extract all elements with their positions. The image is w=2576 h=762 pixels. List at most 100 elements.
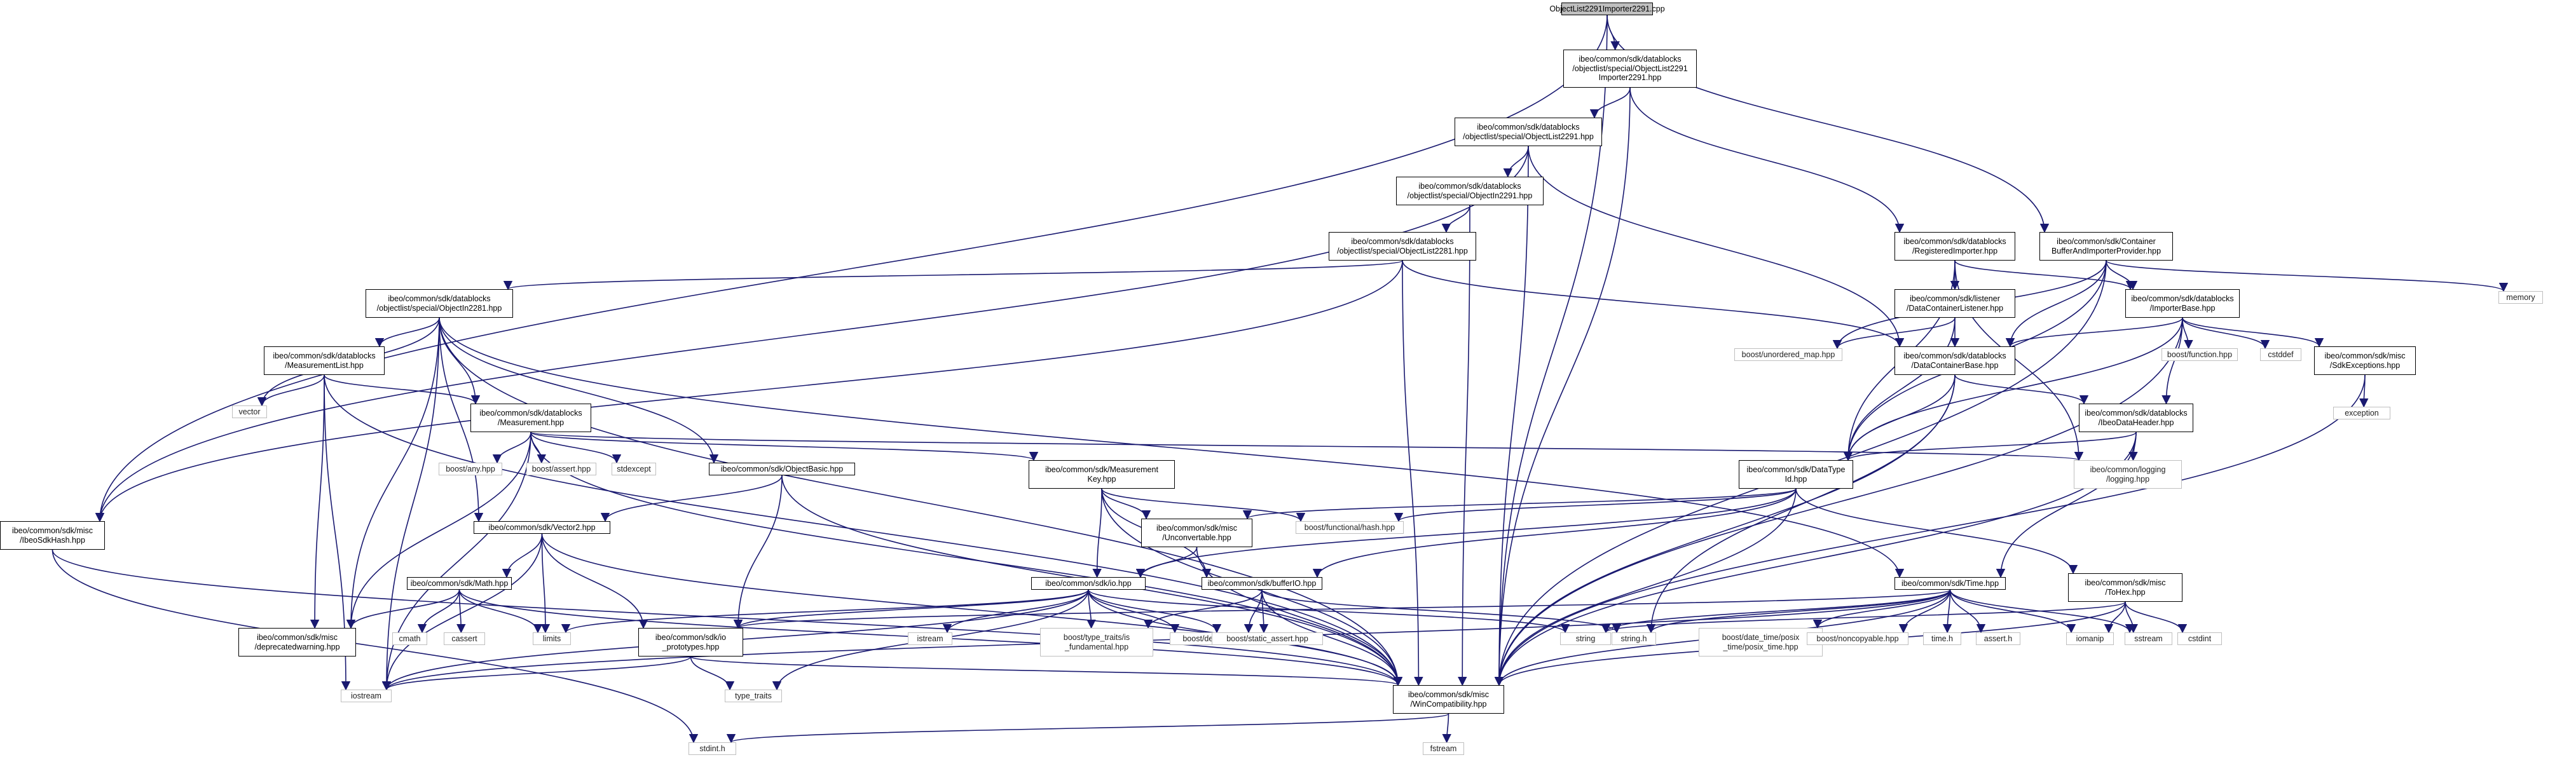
edge-objectlist2291-hpp-to-ibeosdkhash: [95, 146, 1529, 522]
edge-objectin2281-hpp-to-vector2: [439, 317, 484, 522]
node-label-line: ibeo/common/sdk/Container: [2057, 237, 2156, 246]
node-label-line: string: [1575, 634, 1596, 643]
node-label-line: /Measurement.hpp: [497, 418, 565, 427]
node-sstream: sstream: [2125, 632, 2172, 645]
edge-importerbase-to-wincompat: [1494, 317, 2183, 686]
node-objectbasic[interactable]: ibeo/common/sdk/ObjectBasic.hpp: [709, 463, 855, 475]
node-label-line: sstream: [2134, 634, 2163, 643]
edge-objectin2281-hpp-to-measurementlist: [374, 317, 440, 348]
node-objectin2291-hpp[interactable]: ibeo/common/sdk/datablocks/objectlist/sp…: [1396, 177, 1544, 205]
node-datacontainerlistener[interactable]: ibeo/common/sdk/listener/DataContainerLi…: [1894, 289, 2015, 318]
node-importerbase[interactable]: ibeo/common/sdk/datablocks/ImporterBase.…: [2125, 289, 2240, 318]
edge-importerbase-to-datacontainerbase: [2005, 317, 2183, 348]
node-objectin2281-hpp[interactable]: ibeo/common/sdk/datablocks/objectlist/sp…: [366, 289, 513, 318]
node-ibeodataheader[interactable]: ibeo/common/sdk/datablocks/IbeoDataHeade…: [2079, 404, 2193, 432]
node-objectlist2281-hpp[interactable]: ibeo/common/sdk/datablocks/objectlist/sp…: [1329, 232, 1476, 261]
node-label-line: ibeo/common/sdk/Time.hpp: [1901, 578, 1999, 588]
node-unconvertable[interactable]: ibeo/common/sdk/misc/Unconvertable.hpp: [1141, 519, 1252, 547]
node-importer2291-hpp[interactable]: ibeo/common/sdk/datablocks/objectlist/sp…: [1563, 50, 1697, 88]
edge-time-to-iostream: [382, 589, 1951, 691]
node-label-line: time.h: [1931, 634, 1954, 643]
edge-sdkexceptions-to-wincompat: [1494, 374, 2366, 686]
edge-containerbuffer-to-datacontainerbase: [2005, 260, 2107, 348]
edge-vector2-to-math: [502, 533, 543, 578]
edge-math-to-deprecatedwarning: [346, 589, 460, 629]
node-sdkexceptions[interactable]: ibeo/common/sdk/misc/SdkExceptions.hpp: [2314, 346, 2416, 375]
edge-measurement-to-wincompat: [530, 432, 1403, 686]
edge-io-to-static-assert: [1088, 589, 1222, 634]
node-label-line: _prototypes.hpp: [662, 642, 720, 651]
node-label-line: ibeo/common/sdk/datablocks: [273, 351, 376, 360]
node-label-line: ibeo/common/sdk/Vector2.hpp: [488, 522, 596, 532]
node-label-line: boost/unordered_map.hpp: [1741, 350, 1835, 359]
node-label-line: /DataContainerListener.hpp: [1906, 303, 2004, 313]
edge-io-prototypes-to-iostream: [382, 656, 692, 691]
edge-measurement-to-boost-assert: [530, 432, 546, 464]
node-label-line: ibeo/common/sdk/misc: [1156, 524, 1238, 533]
edge-io-prototypes-to-type-traits: [690, 656, 735, 691]
edge-math-to-cassert: [456, 589, 466, 634]
node-logging: ibeo/common/logging/logging.hpp: [2074, 460, 2182, 489]
edge-io-to-string: [1088, 589, 1570, 634]
edge-time-to-string: [1601, 589, 1951, 634]
edge-io-to-boost-endian: [1088, 589, 1180, 634]
node-root[interactable]: ObjectList2291Importer2291.cpp: [1549, 3, 1665, 15]
node-label-line: ibeo/common/sdk/misc: [1408, 690, 1490, 699]
edge-objectlist2281-hpp-to-datacontainerbase: [1402, 260, 1905, 348]
node-ibeosdkhash[interactable]: ibeo/common/sdk/misc/IbeoSdkHash.hpp: [0, 521, 105, 550]
node-measurement[interactable]: ibeo/common/sdk/datablocks/Measurement.h…: [470, 404, 591, 432]
node-static-assert: boost/static_assert.hpp: [1212, 632, 1323, 645]
node-label-line: boost/functional/hash.hpp: [1304, 522, 1395, 532]
edge-vector2-to-limits: [540, 533, 551, 634]
node-label-line: ibeo/common/sdk/Measurement: [1045, 465, 1158, 474]
node-wincompat[interactable]: ibeo/common/sdk/misc/WinCompatibility.hp…: [1393, 685, 1504, 714]
node-datacontainerbase[interactable]: ibeo/common/sdk/datablocks/DataContainer…: [1894, 346, 2015, 375]
edge-objectlist2281-hpp-to-objectin2281-hpp: [504, 260, 1403, 290]
edge-datacontainerbase-to-wincompat: [1494, 374, 1956, 686]
node-io[interactable]: ibeo/common/sdk/io.hpp: [1031, 577, 1146, 590]
node-label-line: ObjectList2291Importer2291.cpp: [1549, 4, 1665, 13]
node-measurementlist[interactable]: ibeo/common/sdk/datablocks/MeasurementLi…: [264, 346, 385, 375]
node-cmath: cmath: [392, 632, 427, 645]
node-bufferio[interactable]: ibeo/common/sdk/bufferIO.hpp: [1202, 577, 1322, 590]
node-cstdint: cstdint: [2177, 632, 2222, 645]
node-tohex[interactable]: ibeo/common/sdk/misc/ToHex.hpp: [2068, 573, 2182, 602]
edge-objectlist2291-hpp-to-datacontainerbase: [1528, 146, 1905, 348]
node-label-line: boost/function.hpp: [2167, 350, 2233, 359]
node-label-line: /logging.hpp: [2106, 474, 2150, 484]
edge-time-to-iomanip: [1949, 589, 2076, 634]
edge-measurement-to-stdexcept: [530, 432, 622, 464]
edge-objectin2291-hpp-to-objectlist2281-hpp: [1441, 205, 1470, 233]
node-registeredimporter[interactable]: ibeo/common/sdk/datablocks/RegisteredImp…: [1894, 232, 2015, 261]
edge-time-to-time-h: [1942, 589, 1952, 634]
edge-datacontainerbase-to-ibeodataheader: [1954, 374, 2089, 405]
node-time[interactable]: ibeo/common/sdk/Time.hpp: [1894, 577, 2006, 590]
edge-measurementkey-to-io: [1092, 488, 1102, 578]
node-label-line: Importer2291.hpp: [1598, 73, 1662, 83]
node-math[interactable]: ibeo/common/sdk/Math.hpp: [407, 577, 512, 590]
edge-io-to-io-prototypes: [734, 589, 1089, 629]
edge-containerbuffer-to-memory: [2106, 260, 2508, 292]
edge-datatypeid-to-functional-hash: [1394, 488, 1797, 522]
edge-objectin2291-hpp-to-wincompat: [1458, 205, 1470, 686]
node-deprecatedwarning[interactable]: ibeo/common/sdk/misc/deprecatedwarning.h…: [238, 628, 356, 657]
node-exception: exception: [2333, 407, 2390, 419]
node-objectlist2291-hpp[interactable]: ibeo/common/sdk/datablocks/objectlist/sp…: [1455, 118, 1602, 146]
node-label-line: ibeo/common/sdk/Math.hpp: [410, 578, 509, 588]
node-label-line: ibeo/common/sdk/datablocks: [2131, 294, 2234, 303]
node-label-line: /ToHex.hpp: [2105, 587, 2146, 597]
node-label-line: ibeo/common/sdk/DataType: [1746, 465, 1846, 474]
edge-ibeodataheader-to-time: [1996, 432, 2137, 578]
node-time-h: time.h: [1923, 632, 1961, 645]
node-io-prototypes[interactable]: ibeo/common/sdk/io_prototypes.hpp: [638, 628, 743, 657]
edge-io-to-type-traits-is-fundamental: [1086, 589, 1096, 629]
node-vector2[interactable]: ibeo/common/sdk/Vector2.hpp: [474, 521, 610, 534]
edge-io-to-limits: [561, 589, 1089, 634]
edge-tohex-to-cstdint: [2125, 601, 2188, 634]
node-memory: memory: [2498, 291, 2543, 304]
edge-vector2-to-wincompat: [541, 533, 1403, 686]
node-label-line: /deprecatedwarning.hpp: [254, 642, 340, 651]
